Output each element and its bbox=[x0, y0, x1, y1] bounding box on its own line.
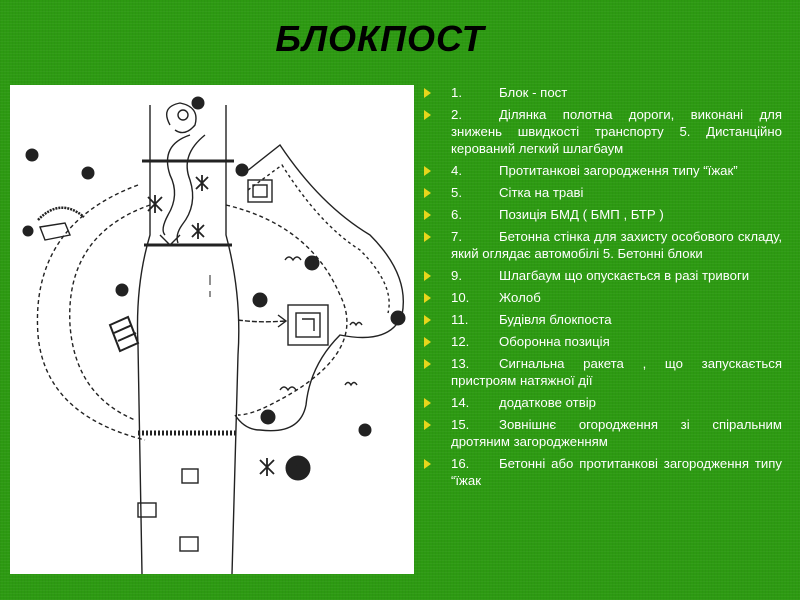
legend-item-text: Шлагбаум що опускається в разі тривоги bbox=[499, 268, 750, 283]
legend-item-number: 14. bbox=[451, 395, 470, 410]
spiral-coil bbox=[166, 102, 197, 134]
bullet-icon bbox=[424, 293, 431, 303]
bmd-position bbox=[39, 222, 71, 241]
legend-item-number: 2. bbox=[451, 107, 462, 122]
legend-item-text: Бетонні або протитанкові загородження ти… bbox=[451, 456, 782, 488]
legend-item-text: Протитанкові загородження типу “їжак” bbox=[499, 163, 738, 178]
legend-item-text: Жолоб bbox=[499, 290, 541, 305]
legend-item-text: Позиція БМД ( БМП , БТР ) bbox=[499, 207, 664, 222]
legend-item-text: Оборонна позиція bbox=[499, 334, 610, 349]
legend-item-text: Ділянка полотна дороги, виконані для зни… bbox=[451, 107, 782, 156]
bullet-icon bbox=[424, 110, 431, 120]
legend-item-text: додаткове отвір bbox=[499, 395, 596, 410]
bullet-icon bbox=[424, 210, 431, 220]
legend-item-text: Сітка на траві bbox=[499, 185, 584, 200]
slide-title: БЛОКПОСТ bbox=[275, 18, 485, 59]
outer-fence bbox=[69, 204, 348, 421]
east-perimeter bbox=[234, 143, 404, 432]
bullet-icon bbox=[424, 188, 431, 198]
legend-item: 4. Протитанкові загородження типу “їжак” bbox=[420, 162, 782, 179]
legend-item-number: 9. bbox=[451, 268, 462, 283]
svg-text:12: 12 bbox=[237, 165, 246, 175]
bullet-icon bbox=[424, 166, 431, 176]
legend-item: 10. Жолоб bbox=[420, 289, 782, 306]
svg-text:1: 1 bbox=[195, 98, 200, 108]
svg-text:6: 6 bbox=[85, 168, 90, 178]
svg-text:1: 1 bbox=[294, 463, 300, 475]
zigzag-lane bbox=[162, 134, 191, 236]
legend-item-number: 7. bbox=[451, 229, 462, 244]
legend-item-number: 10. bbox=[451, 290, 470, 305]
svg-text:8: 8 bbox=[119, 285, 124, 295]
legend-item: 7.Бетонна стінка для захисту особового с… bbox=[420, 228, 782, 262]
legend-item: 9. Шлагбаум що опускається в разі тривоги bbox=[420, 267, 782, 284]
legend-item-number: 15. bbox=[451, 417, 470, 432]
legend-item-number: 4. bbox=[451, 163, 462, 178]
legend-item: 14. додаткове отвір bbox=[420, 394, 782, 411]
bullet-icon bbox=[424, 398, 431, 408]
svg-text:13: 13 bbox=[263, 412, 273, 422]
concrete-block bbox=[179, 536, 199, 552]
legend-item: 5. Сітка на траві bbox=[420, 184, 782, 201]
concrete-wall-west bbox=[108, 315, 140, 353]
legend-item-text: Будівля блокпоста bbox=[499, 312, 612, 327]
bullet-icon bbox=[424, 315, 431, 325]
bullet-icon bbox=[424, 337, 431, 347]
legend-item: 12. Оборонна позиція bbox=[420, 333, 782, 350]
legend-item: 11. Будівля блокпоста bbox=[420, 311, 782, 328]
legend-item-text: Сигнальна ракета , що запускається прист… bbox=[451, 356, 782, 388]
svg-text:9: 9 bbox=[257, 295, 262, 305]
legend-item: 1. Блок - пост bbox=[420, 84, 782, 101]
bullet-icon bbox=[424, 359, 431, 369]
concrete-block bbox=[137, 502, 157, 518]
legend-item-number: 5. bbox=[451, 185, 462, 200]
zigzag-lane-2 bbox=[176, 134, 206, 244]
svg-text:11: 11 bbox=[307, 258, 316, 268]
outer-fence-west bbox=[36, 184, 146, 441]
legend-item: 6. Позиція БМД ( БМП , БТР ) bbox=[420, 206, 782, 223]
diagram-markers: 1 5 6 8 9 11 12 13 14 15 6 1 bbox=[22, 96, 406, 481]
east-perimeter-inner bbox=[247, 163, 390, 314]
legend-item-text: Блок - пост bbox=[499, 85, 568, 100]
svg-text:15: 15 bbox=[360, 425, 370, 435]
legend-item-number: 1. bbox=[451, 85, 462, 100]
checkpoint-building bbox=[287, 304, 329, 346]
concrete-block bbox=[181, 468, 199, 484]
legend-item: 15.Зовнішнє огородження зі спіральним др… bbox=[420, 416, 782, 450]
legend-item: 16.Бетонні або протитанкові загородження… bbox=[420, 455, 782, 489]
defensive-position bbox=[247, 179, 273, 203]
legend-item-text: Бетонна стінка для захисту особового скл… bbox=[451, 229, 782, 261]
legend-item-number: 13. bbox=[451, 356, 470, 371]
legend-item: 13.Сигнальна ракета , що запускається пр… bbox=[420, 355, 782, 389]
svg-text:5: 5 bbox=[29, 150, 34, 160]
legend-item: 2.Ділянка полотна дороги, виконані для з… bbox=[420, 106, 782, 157]
svg-text:14: 14 bbox=[393, 313, 403, 323]
bullet-icon bbox=[424, 271, 431, 281]
checkpoint-diagram: 1 5 6 8 9 11 12 13 14 15 6 1 bbox=[10, 85, 414, 574]
bullet-icon bbox=[424, 232, 431, 242]
hedgehog-obstacles bbox=[147, 175, 275, 476]
access-arrow bbox=[237, 319, 286, 323]
legend-item-number: 16. bbox=[451, 456, 470, 471]
road-left-edge bbox=[136, 105, 151, 574]
legend-item-number: 11. bbox=[451, 312, 469, 327]
defensive-wall bbox=[37, 206, 85, 221]
grass-marks bbox=[279, 256, 363, 392]
bullet-icon bbox=[424, 420, 431, 430]
legend-item-number: 6. bbox=[451, 207, 462, 222]
legend-item-number: 12. bbox=[451, 334, 470, 349]
legend-item-text: Зовнішнє огородження зі спіральним дротя… bbox=[451, 417, 782, 449]
bullet-icon bbox=[424, 88, 431, 98]
road-right-edge bbox=[225, 105, 240, 574]
legend-list: 1. Блок - пост 2.Ділянка полотна дороги, в… bbox=[420, 84, 782, 494]
svg-text:6: 6 bbox=[25, 226, 30, 236]
bullet-icon bbox=[424, 459, 431, 469]
